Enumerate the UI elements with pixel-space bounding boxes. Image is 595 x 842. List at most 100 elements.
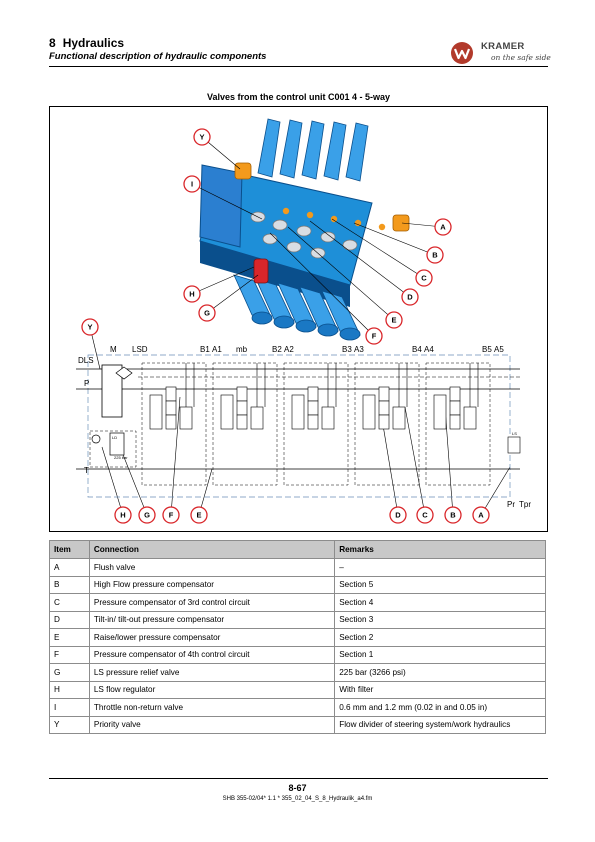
port-label-b1: B1 bbox=[200, 345, 210, 354]
footer-divider bbox=[49, 778, 548, 779]
callout-circle bbox=[434, 218, 452, 236]
lever-end-cap bbox=[251, 311, 273, 325]
section-valve-symbol bbox=[463, 406, 477, 430]
section-valve-symbol bbox=[179, 406, 193, 430]
callout-c: C bbox=[415, 269, 433, 287]
remarks-cell: Section 3 bbox=[334, 610, 546, 629]
compensator-symbol bbox=[362, 394, 376, 430]
callout-circle bbox=[183, 285, 201, 303]
port-label-b4: B4 bbox=[412, 345, 422, 354]
callout-letter: A bbox=[478, 511, 484, 520]
callout-g: G bbox=[198, 304, 216, 322]
spool-position-symbol bbox=[449, 414, 461, 430]
kramer-logo: KRAMER on the safe side bbox=[451, 41, 551, 67]
remarks-cell: – bbox=[334, 558, 546, 577]
compensator-dot bbox=[282, 207, 290, 215]
callout-c: C bbox=[416, 506, 434, 524]
column-header-remarks: Remarks bbox=[334, 540, 546, 559]
port-label-p: P bbox=[84, 379, 89, 388]
spool-position-symbol bbox=[165, 400, 177, 416]
callout-circle bbox=[193, 128, 211, 146]
callout-b: B bbox=[426, 246, 444, 264]
compensator-symbol bbox=[220, 394, 234, 430]
port-label-mb: mb bbox=[236, 345, 248, 354]
schematic-boundary bbox=[87, 354, 511, 498]
callout-h: H bbox=[114, 506, 132, 524]
callout-circle bbox=[114, 506, 132, 524]
remarks-cell: 225 bar (3266 psi) bbox=[334, 663, 546, 682]
priority-valve-symbol bbox=[101, 364, 123, 418]
item-cell: C bbox=[49, 593, 90, 612]
callout-circle bbox=[162, 506, 180, 524]
spool-position-symbol bbox=[449, 386, 461, 402]
callout-circle bbox=[183, 175, 201, 193]
chapter-number: 8 bbox=[49, 36, 56, 50]
page-number: 8-67 bbox=[288, 783, 307, 793]
port-label-b2: B2 bbox=[272, 345, 282, 354]
item-cell: F bbox=[49, 645, 90, 664]
port-label-lsd: LSD bbox=[132, 345, 148, 354]
connection-cell: Pressure compensator of 3rd control circ… bbox=[88, 593, 336, 612]
port-label-a3: A3 bbox=[354, 345, 364, 354]
callout-letter: E bbox=[391, 316, 396, 325]
connection-cell: High Flow pressure compensator bbox=[88, 575, 336, 594]
spool-position-symbol bbox=[378, 414, 390, 430]
valve-plug bbox=[320, 231, 336, 243]
port-label-a2: A2 bbox=[284, 345, 294, 354]
port-label-pr: Pr bbox=[507, 500, 515, 509]
callout-leader-line bbox=[331, 218, 425, 279]
port-label-t: T bbox=[84, 466, 89, 475]
remarks-cell: Section 1 bbox=[334, 645, 546, 664]
remarks-cell: Section 2 bbox=[334, 628, 546, 647]
valve-plug bbox=[272, 219, 288, 231]
item-cell: G bbox=[49, 663, 90, 682]
callout-circle bbox=[426, 246, 444, 264]
callout-circle bbox=[415, 269, 433, 287]
port-label-a1: A1 bbox=[212, 345, 222, 354]
flush-valve-symbol bbox=[507, 436, 521, 454]
compensator-dot bbox=[330, 215, 338, 223]
port-label-b3: B3 bbox=[342, 345, 352, 354]
item-cell: B bbox=[49, 575, 90, 594]
port-label-dls: DLS bbox=[78, 356, 94, 365]
control-lever-top bbox=[279, 119, 303, 179]
callout-leader-line bbox=[101, 446, 124, 516]
remarks-cell: Flow divider of steering system/work hyd… bbox=[334, 715, 546, 734]
callout-letter: F bbox=[169, 511, 174, 520]
valve-plug bbox=[296, 225, 312, 237]
item-cell: D bbox=[49, 610, 90, 629]
spool-position-symbol bbox=[165, 414, 177, 430]
callout-d: D bbox=[389, 506, 407, 524]
lever-end-cap bbox=[273, 315, 295, 329]
callout-a: A bbox=[434, 218, 452, 236]
compensator-symbol bbox=[291, 394, 305, 430]
valve-section-boundary bbox=[354, 362, 420, 486]
ls-module-boundary bbox=[89, 430, 137, 468]
callout-letter: Y bbox=[199, 133, 204, 142]
item-cell: I bbox=[49, 698, 90, 717]
callout-leader-line bbox=[287, 226, 395, 321]
callout-letter: F bbox=[372, 332, 377, 341]
connection-cell: Throttle non-return valve bbox=[88, 698, 336, 717]
ls-label: LS bbox=[512, 431, 517, 436]
callout-y: Y bbox=[81, 318, 99, 336]
column-header-item: Item bbox=[49, 540, 90, 559]
control-lever-top bbox=[345, 122, 369, 182]
lever-end-cap bbox=[295, 319, 317, 333]
remarks-cell: 0.6 mm and 1.2 mm (0.02 in and 0.05 in) bbox=[334, 698, 546, 717]
callout-f: F bbox=[365, 327, 383, 345]
section-valve-symbol bbox=[321, 406, 335, 430]
callout-letter: B bbox=[432, 251, 438, 260]
callout-letter: E bbox=[196, 511, 201, 520]
callout-letter: G bbox=[144, 511, 150, 520]
callout-h: H bbox=[183, 285, 201, 303]
callout-circle bbox=[81, 318, 99, 336]
spool-position-symbol bbox=[378, 386, 390, 402]
callout-letter: C bbox=[422, 511, 428, 520]
spool-position-symbol bbox=[236, 400, 248, 416]
compensator-symbol bbox=[433, 394, 447, 430]
spool-position-symbol bbox=[449, 400, 461, 416]
